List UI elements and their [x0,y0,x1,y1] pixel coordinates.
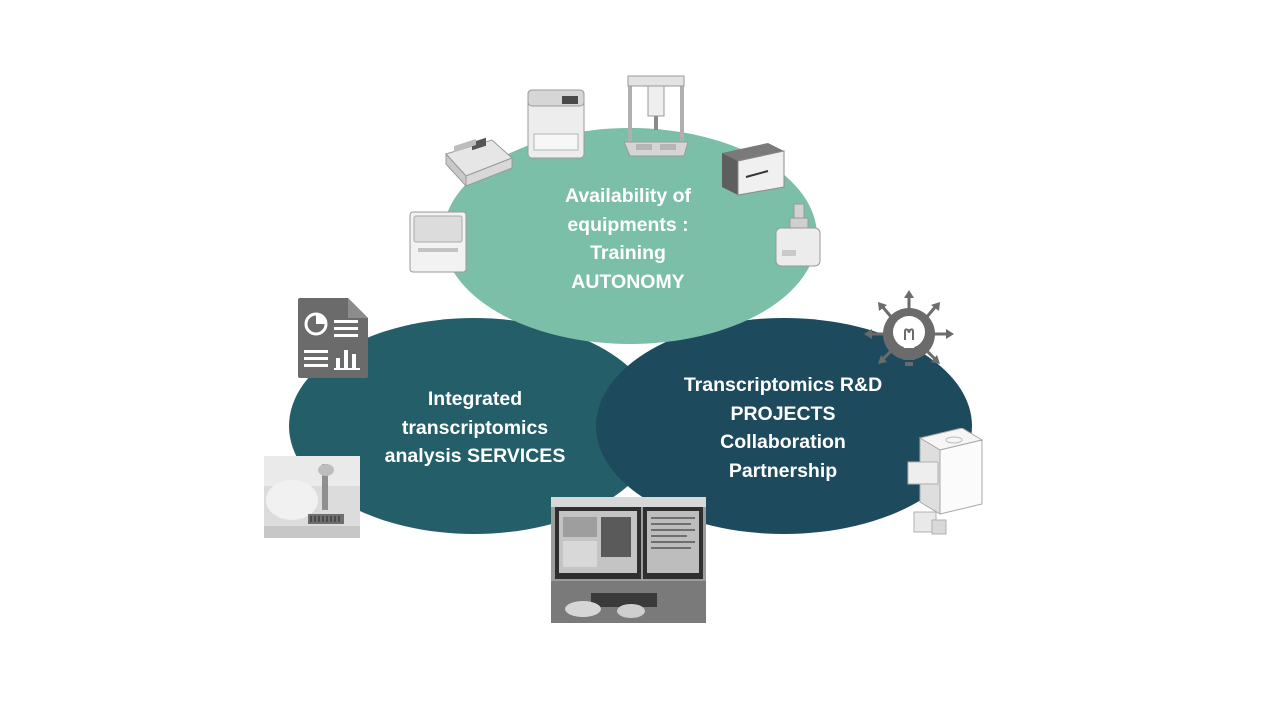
liquid-handler-image [624,72,690,158]
spectrophotometer-image [772,202,824,268]
reagent-kit-image [906,428,986,538]
equipment-label-line: AUTONOMY [571,270,685,293]
thermal-cycler-image [442,132,514,188]
projects-label-line: PROJECTS [730,402,836,425]
sequencer-image [408,210,468,274]
lab-pipetting-photo [264,456,360,538]
bioanalyzer-image [720,141,786,197]
services-label-line: analysis SERVICES [384,445,566,467]
projects-label-line: Collaboration [720,431,846,453]
projects-label: Transcriptomics R&D PROJECTS Collaborati… [654,371,912,485]
equipment-label-line: Training [590,242,666,264]
projects-label-line: Partnership [728,459,838,482]
services-label-line: Integrated [427,388,523,410]
services-label: Integrated transcriptomics analysis SERV… [358,385,592,471]
report-document-icon [296,296,370,380]
services-label-line: transcriptomics [401,416,549,439]
equipment-label-line: equipments : [567,213,689,236]
real-time-pcr-image [526,86,588,160]
projects-label-line: Transcriptomics R&D [683,374,883,396]
equipment-label: Availability of equipments : Training AU… [510,182,746,296]
equipment-label-line: Availability of [564,185,692,207]
workstation-photo [551,497,706,623]
lightbulb-idea-icon [862,290,958,376]
